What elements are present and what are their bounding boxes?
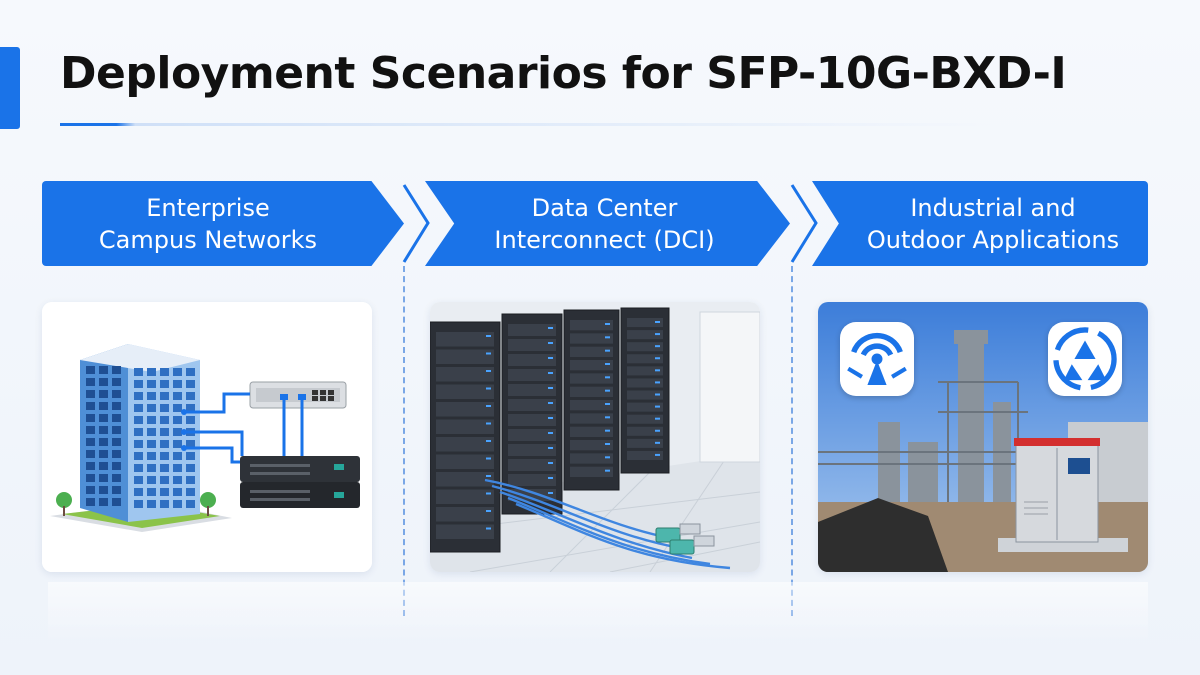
card-enterprise-illustration <box>42 302 372 572</box>
column-divider <box>403 266 405 616</box>
title-underline <box>60 123 1000 126</box>
column-divider <box>791 266 793 616</box>
signal-tower-icon <box>840 322 914 396</box>
scenario-title-line1: Data Center <box>531 193 678 222</box>
recycle-icon <box>1048 322 1122 396</box>
chevron-right-icon <box>790 184 818 263</box>
card-dci-illustration <box>430 302 760 572</box>
scenario-title-line2: Interconnect (DCI) <box>494 225 715 254</box>
office-building-illustration <box>42 302 372 572</box>
card-industrial-illustration <box>818 302 1148 572</box>
chevron-right-icon <box>402 184 430 263</box>
scenario-title-line1: Enterprise <box>146 193 270 222</box>
reflection-shade <box>48 582 1148 642</box>
scenario-title-line2: Campus Networks <box>98 225 318 254</box>
scenario-title-line2: Outdoor Applications <box>866 225 1120 254</box>
server-racks-illustration <box>430 302 760 572</box>
scenario-title-line1: Industrial and <box>910 193 1076 222</box>
page-title: Deployment Scenarios for SFP-10G-BXD-I <box>60 48 1067 99</box>
title-accent-bar <box>0 47 20 129</box>
